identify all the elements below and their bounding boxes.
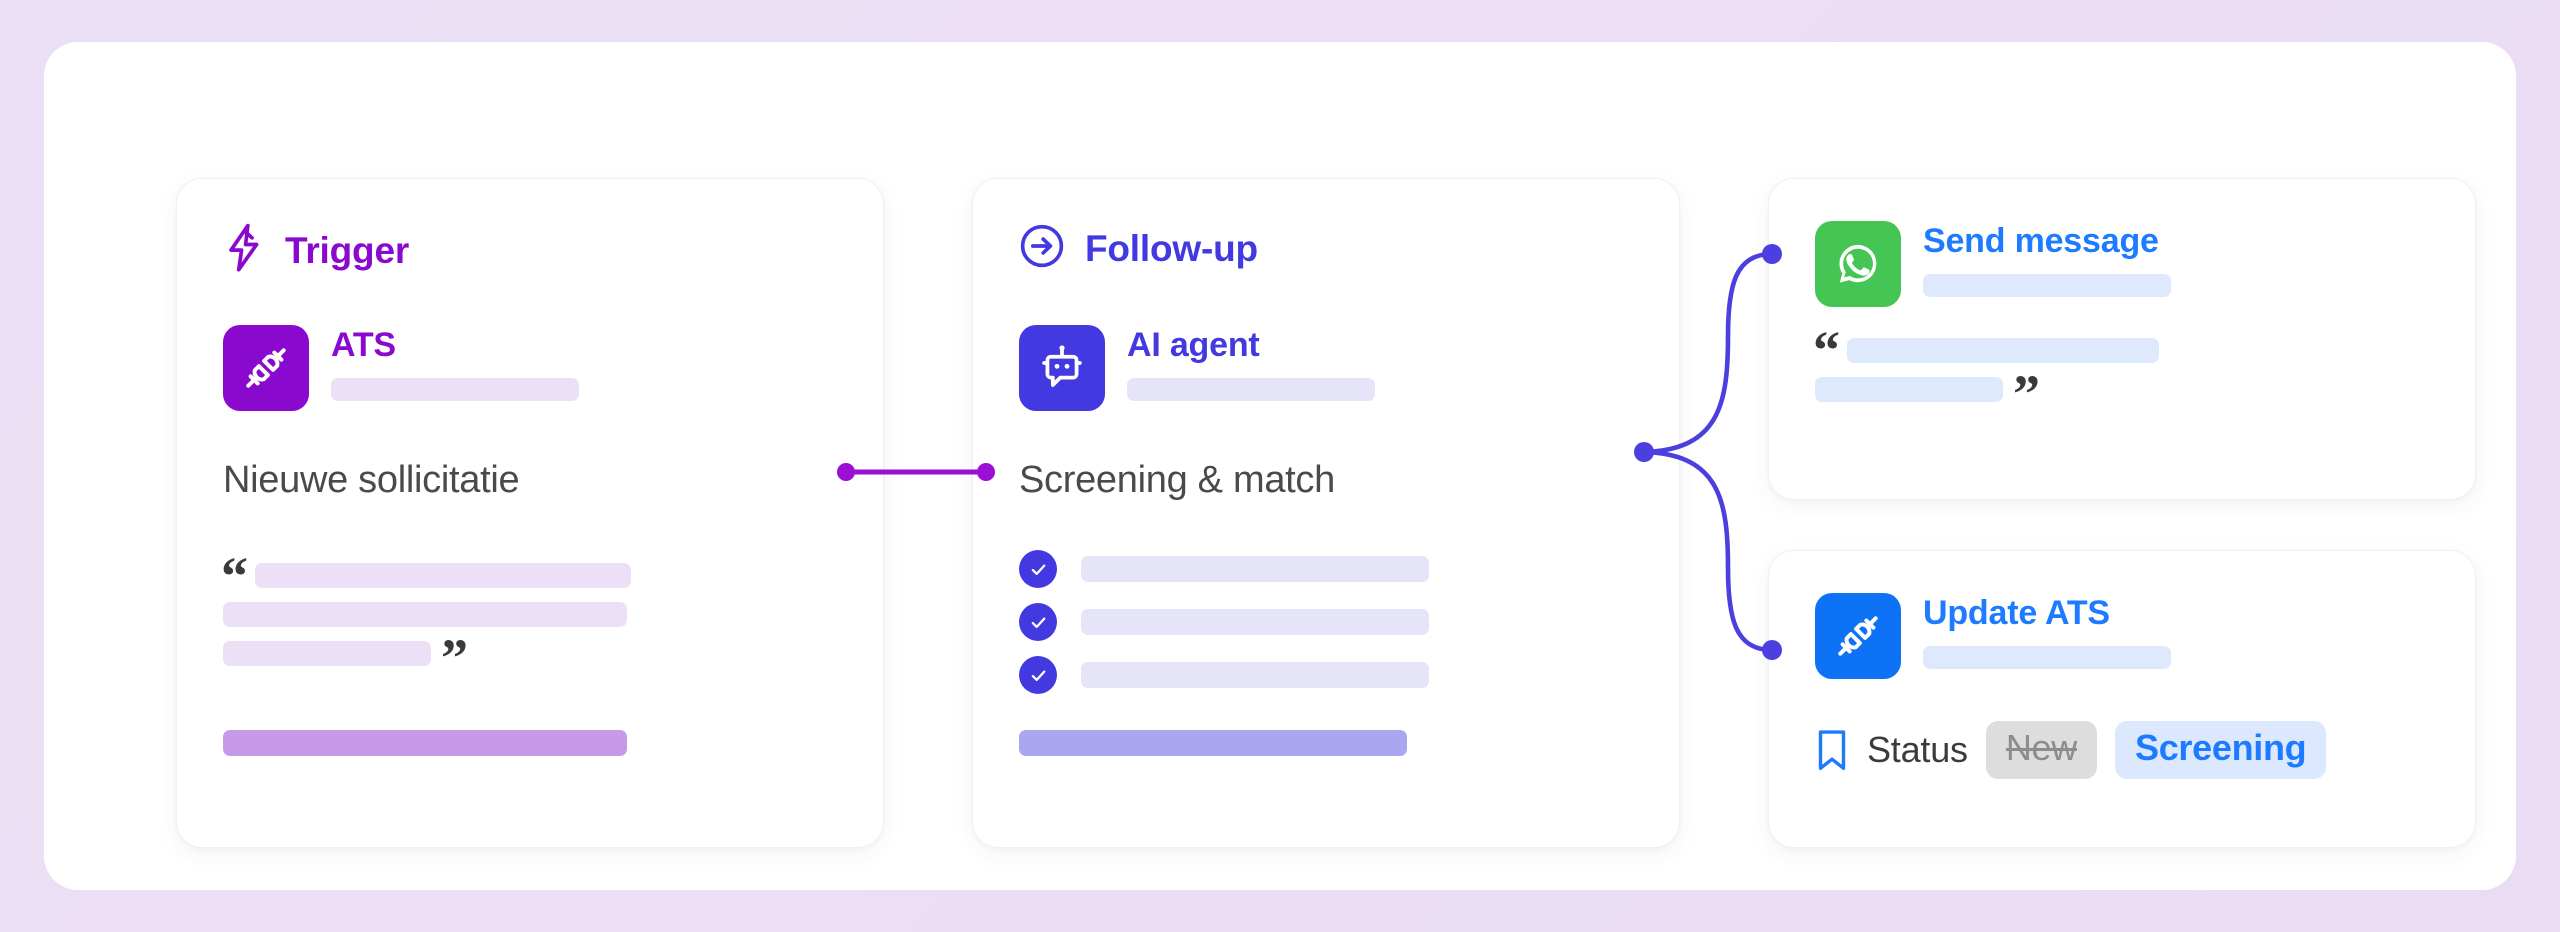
whatsapp-icon xyxy=(1839,244,1877,283)
trigger-footer-bar xyxy=(223,730,627,756)
trigger-card[interactable]: Trigger AT xyxy=(176,178,884,848)
ai-agent-app-row[interactable]: AI agent xyxy=(1019,325,1375,411)
trigger-step-label: Trigger xyxy=(285,230,410,271)
followup-card[interactable]: Follow-up xyxy=(972,178,1680,848)
trigger-app-row[interactable]: ATS xyxy=(223,325,579,411)
trigger-step-header: Trigger xyxy=(223,223,409,278)
plug-connector-icon xyxy=(1838,616,1878,656)
send-message-quote-line-1 xyxy=(1847,338,2159,363)
send-message-quote-line-2 xyxy=(1815,377,2003,402)
followup-step-label: Follow-up xyxy=(1085,228,1258,269)
checklist-item-placeholder xyxy=(1081,609,1429,635)
workflow-panel: Trigger AT xyxy=(44,42,2516,890)
send-message-title: Send message xyxy=(1923,222,2159,260)
whatsapp-app-tile[interactable] xyxy=(1815,221,1901,307)
followup-footer-bar xyxy=(1019,730,1407,756)
ats-app-meta: ATS xyxy=(331,325,579,401)
circle-arrow-right-icon xyxy=(1019,223,1065,274)
send-message-detail-placeholder xyxy=(1923,273,2171,297)
lightning-bolt-icon xyxy=(223,223,265,278)
checklist-item[interactable] xyxy=(1019,550,1429,588)
quote-close-mark: ” xyxy=(2013,364,2040,424)
update-ats-app-tile[interactable] xyxy=(1815,593,1901,679)
followup-step-header: Follow-up xyxy=(1019,223,1258,274)
status-row[interactable]: Status New Screening xyxy=(1815,721,2327,779)
checklist-item-placeholder xyxy=(1081,556,1429,582)
followup-body-title: Screening & match xyxy=(1019,459,1335,501)
update-ats-card[interactable]: Update ATS Status New Screening xyxy=(1768,550,2476,848)
status-label: Status xyxy=(1867,729,1968,770)
plug-connector-icon xyxy=(246,348,286,388)
ats-app-detail-placeholder xyxy=(331,377,579,401)
check-circle-icon xyxy=(1019,603,1057,641)
ai-agent-app-name: AI agent xyxy=(1127,326,1260,364)
ats-app-tile[interactable] xyxy=(223,325,309,411)
trigger-quote-line-1 xyxy=(255,563,631,588)
ai-agent-app-detail-placeholder xyxy=(1127,377,1375,401)
status-new-value-chip[interactable]: Screening xyxy=(2114,721,2327,779)
quote-open-mark: “ xyxy=(221,546,248,606)
update-ats-app-row[interactable]: Update ATS xyxy=(1815,593,2171,679)
status-previous-value-chip[interactable]: New xyxy=(1985,721,2097,779)
trigger-quote-line-3 xyxy=(223,641,431,666)
quote-open-mark: “ xyxy=(1813,320,1840,380)
update-ats-title: Update ATS xyxy=(1923,594,2110,632)
checklist-item[interactable] xyxy=(1019,603,1429,641)
whatsapp-app-row[interactable]: Send message xyxy=(1815,221,2171,307)
send-message-card[interactable]: Send message “ ” xyxy=(1768,178,2476,500)
ai-agent-app-tile[interactable] xyxy=(1019,325,1105,411)
quote-close-mark: ” xyxy=(441,628,468,688)
trigger-quote-line-2 xyxy=(223,602,627,627)
send-message-meta: Send message xyxy=(1923,221,2171,297)
update-ats-detail-placeholder xyxy=(1923,645,2171,669)
checklist-item-placeholder xyxy=(1081,662,1429,688)
check-circle-icon xyxy=(1019,550,1057,588)
ai-agent-app-meta: AI agent xyxy=(1127,325,1375,401)
bookmark-icon xyxy=(1815,728,1849,772)
checklist-item[interactable] xyxy=(1019,656,1429,694)
robot-icon xyxy=(1042,345,1082,387)
ats-app-name: ATS xyxy=(331,326,396,364)
trigger-body-title: Nieuwe sollicitatie xyxy=(223,459,520,501)
check-circle-icon xyxy=(1019,656,1057,694)
update-ats-meta: Update ATS xyxy=(1923,593,2171,669)
